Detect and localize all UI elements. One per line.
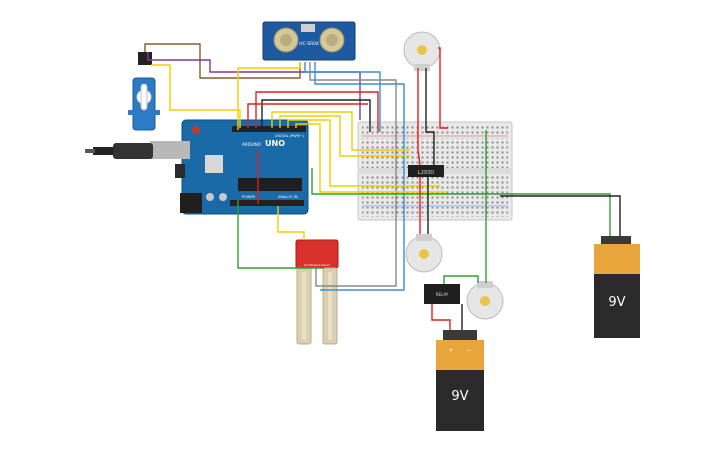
wire-d-yellow1 — [271, 111, 410, 151]
arduino-power-text: POWER — [242, 195, 256, 199]
arduino-uno: UNO ARDUINO DIGITAL (PWM~) POWER ANALOG … — [150, 119, 309, 215]
relay-module: RELAY — [424, 284, 460, 304]
wire-us-yellow — [237, 62, 301, 130]
wire-5v-red — [255, 91, 379, 132]
wire-us-gray — [309, 62, 397, 287]
battery-bottom-minus: − — [466, 347, 471, 354]
wire-us-blue — [304, 62, 381, 132]
arduino-digital-text: DIGITAL (PWM~) — [275, 134, 305, 138]
dc-motor-bottom — [466, 281, 504, 320]
wire-moisture-green — [237, 200, 322, 269]
usb-port — [150, 141, 190, 159]
servo-motor — [128, 52, 160, 131]
moisture-label: Soil Moisture Sensor — [304, 263, 331, 267]
wire-motor-top-red2 — [438, 47, 448, 129]
soil-moisture-sensor: Soil Moisture Sensor — [295, 239, 339, 345]
dc-motor-middle — [405, 234, 443, 273]
wire-battery-green — [311, 168, 611, 236]
battery-bottom-label: 9V — [451, 389, 468, 404]
ultrasonic-sensor: HC-SR04 — [262, 21, 356, 61]
dc-motor-top — [403, 31, 441, 71]
battery-right: 9V — [594, 236, 640, 338]
wire-battery-black — [500, 195, 621, 236]
atmega-chip — [238, 178, 302, 191]
wires — [144, 43, 621, 330]
arduino-brand-text: ARDUINO — [242, 142, 261, 147]
driver-chip-label: L293D — [418, 170, 434, 176]
power-jack — [180, 193, 202, 213]
ultrasonic-model-text: HC-SR04 — [299, 41, 319, 47]
battery-bottom-plus: + — [448, 347, 453, 354]
wire-d-yellow2 — [279, 115, 410, 157]
wire-motor-top-red — [417, 68, 421, 166]
arduino-analog-text: ANALOG IN — [278, 195, 298, 199]
wire-d-yellow4 — [295, 123, 446, 193]
battery-bottom: + − 9V — [436, 330, 484, 431]
wire-relay-red — [431, 304, 451, 330]
wire-servo-yellow — [151, 64, 241, 128]
driver-chip: L293D — [408, 165, 444, 177]
reset-button — [192, 126, 200, 134]
wire-red2 — [247, 103, 368, 128]
wire-servo-brown — [144, 43, 301, 79]
wire-gnd-black — [261, 99, 371, 132]
relay-label: RELAY — [436, 292, 449, 297]
wire-relay-green — [443, 275, 479, 284]
wire-d-yellow3 — [287, 119, 440, 187]
arduino-logo-text: UNO — [265, 139, 285, 148]
wire-motor-top-black — [425, 68, 435, 165]
wire-moisture-yellow — [277, 206, 305, 240]
battery-right-label: 9V — [608, 295, 625, 310]
usb-cable — [85, 143, 153, 159]
wire-us-blue2 — [314, 62, 405, 291]
